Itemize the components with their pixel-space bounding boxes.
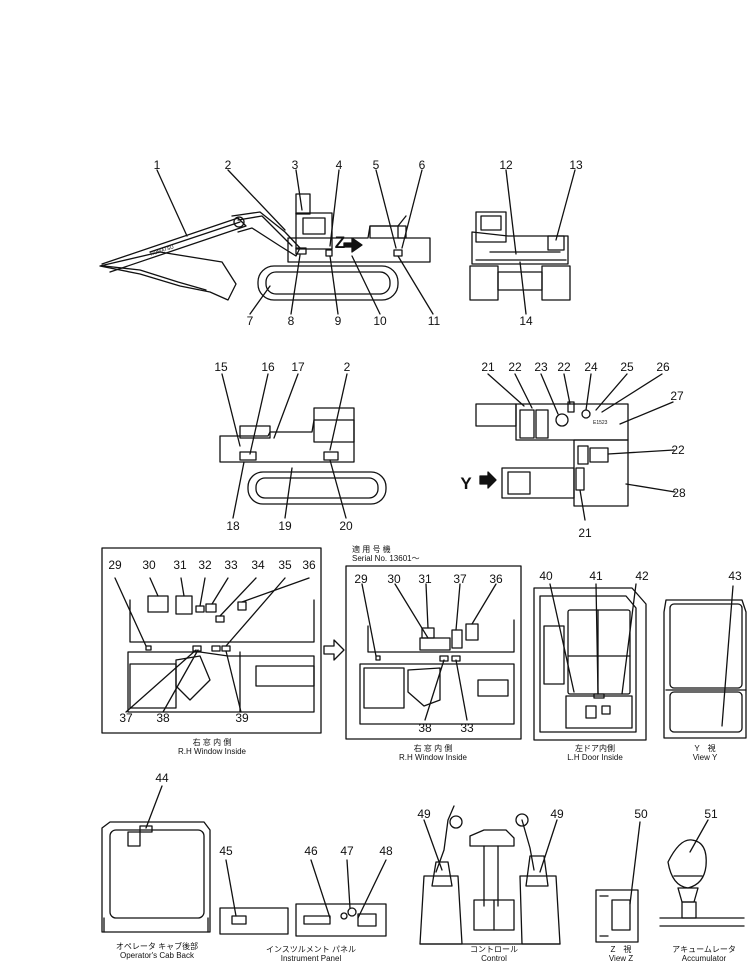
callout-number: 35 [278,558,292,572]
callout-number: 4 [335,158,343,172]
callout-number: 28 [672,486,686,500]
callout-number: 34 [251,558,265,572]
view-z-label: Z [334,233,346,252]
callout-number: 24 [584,360,598,374]
callout-number: 48 [379,844,393,858]
callout-number: 21 [481,360,495,374]
callout-number: 7 [246,314,254,328]
callout-number: 3 [291,158,299,172]
instrument-panel [219,859,387,937]
callout-number: 29 [354,572,368,586]
callout-number: 25 [620,360,634,374]
serial-note: 適 用 号 機 Serial No. 13601～ [352,545,420,563]
callout-number: 15 [214,360,228,374]
view-y-label: Y [460,474,472,493]
callout-number: 5 [372,158,380,172]
callout-number: 2 [343,360,351,374]
callout-number: 40 [539,569,553,583]
callout-number: 11 [427,314,441,328]
callout-number: 8 [287,314,295,328]
callout-number: 14 [519,314,533,328]
caption-rh-window-2: 右 窓 内 側 R.H Window Inside [398,744,468,762]
view-y-panel [663,585,747,739]
caption-view-z: Z 視 View Z [608,945,634,963]
callout-number: 41 [589,569,603,583]
callout-number: 22 [557,360,571,374]
caption-accumulator: アキュームレータ Accumulator [672,945,736,963]
callout-number: 36 [302,558,316,572]
callout-number: 30 [142,558,156,572]
caption-view-y: Y 視 View Y [692,744,718,762]
callout-number: 42 [635,569,649,583]
callout-number: 38 [418,721,432,735]
callout-number: 45 [219,844,233,858]
serial-note-jp: 適 用 号 機 [352,545,391,554]
callout-number: 2 [224,158,232,172]
callout-number: 22 [671,443,685,457]
callout-number: 16 [261,360,275,374]
plate-text: E1523 [593,420,608,426]
caption-lh-door: 左ドア内側 L.H Door Inside [567,744,623,762]
excavator-top-view [475,373,676,521]
callout-number: 51 [704,807,718,821]
rh-window-panel-2 [345,565,522,740]
callout-number: 37 [453,572,467,586]
callout-number: 6 [418,158,426,172]
next-arrow-icon [323,639,345,661]
control-levers [419,805,561,945]
callout-number: 19 [278,519,292,533]
callout-number: 10 [373,314,387,328]
caption-control: コントロール Control [470,945,518,963]
callout-number: 20 [339,519,353,533]
callout-number: 37 [119,711,133,725]
callout-number: 30 [387,572,401,586]
cab-back-panel [101,785,211,933]
callout-number: 32 [198,558,212,572]
callout-number: 47 [340,844,354,858]
callout-number: 12 [499,158,513,172]
view-z-panel [595,821,641,943]
callout-number: 9 [334,314,342,328]
callout-number: 43 [728,569,742,583]
callout-number: 31 [173,558,187,572]
callout-number: 38 [156,711,170,725]
callout-number: 33 [224,558,238,572]
rh-window-panel-1 [101,547,322,734]
excavator-left-view [219,373,387,519]
excavator-side-view [99,169,434,315]
callout-number: 36 [489,572,503,586]
callout-number: 31 [418,572,432,586]
callout-number: 27 [670,389,684,403]
caption-rh-window-1: 右 窓 内 側 R.H Window Inside [177,738,247,756]
callout-number: 49 [417,807,431,821]
callout-number: 26 [656,360,670,374]
callout-number: 13 [569,158,583,172]
excavator-front-view [469,169,576,315]
caption-instrument-panel: インスツルメント パネル Instrument Panel [265,945,357,963]
serial-note-en: Serial No. 13601～ [352,554,420,563]
callout-number: 29 [108,558,122,572]
caption-cab-back: オペレータ キャブ後部 Operator's Cab Back [115,942,199,960]
callout-number: 18 [226,519,240,533]
callout-number: 49 [550,807,564,821]
accumulator [659,819,745,927]
callout-number: 1 [153,158,161,172]
callout-number: 17 [291,360,305,374]
callout-number: 23 [534,360,548,374]
callout-number: 44 [155,771,169,785]
callout-number: 50 [634,807,648,821]
callout-number: 39 [235,711,249,725]
callout-number: 21 [578,526,592,540]
callout-number: 46 [304,844,318,858]
callout-number: 33 [460,721,474,735]
callout-number: 22 [508,360,522,374]
lh-door-panel [533,583,647,741]
